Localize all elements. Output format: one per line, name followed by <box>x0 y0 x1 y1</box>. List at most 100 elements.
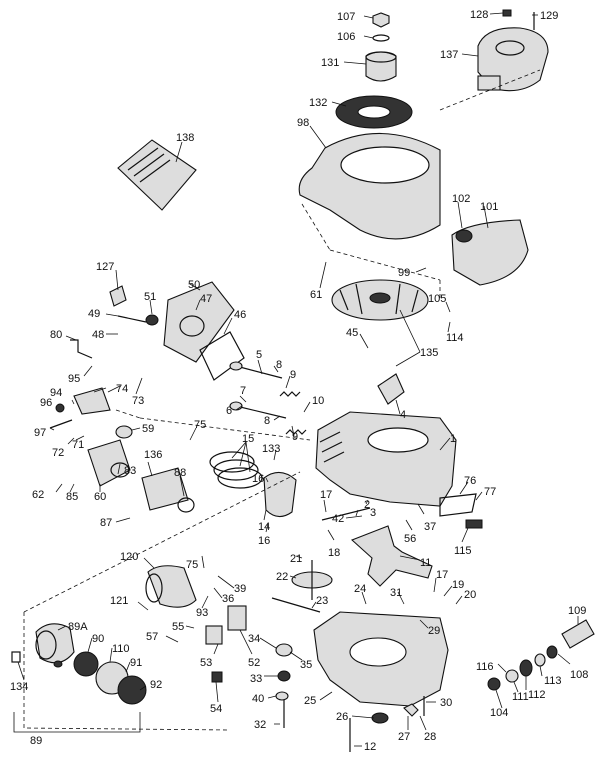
label-75-lower: 75 <box>186 559 198 571</box>
label-18: 18 <box>328 547 340 559</box>
label-101: 101 <box>480 201 498 213</box>
label-74: 74 <box>116 383 128 395</box>
label-52: 52 <box>248 657 260 669</box>
label-11: 11 <box>420 557 431 569</box>
label-10: 10 <box>312 395 324 407</box>
label-102: 102 <box>452 193 470 205</box>
label-105: 105 <box>428 293 446 305</box>
label-106: 106 <box>337 31 355 43</box>
label-131: 131 <box>321 57 339 69</box>
label-89: 89 <box>30 735 42 747</box>
label-3: 3 <box>370 507 376 519</box>
label-80: 80 <box>50 329 62 341</box>
label-55: 55 <box>172 621 184 633</box>
label-107: 107 <box>337 11 355 23</box>
label-31: 31 <box>390 587 402 599</box>
label-127: 127 <box>96 261 114 273</box>
label-99: 99 <box>398 267 410 279</box>
label-23: 23 <box>316 595 328 607</box>
label-96: 96 <box>40 397 52 409</box>
label-36: 36 <box>222 593 234 605</box>
label-90: 90 <box>92 633 104 645</box>
label-46: 46 <box>234 309 246 321</box>
label-72: 72 <box>52 447 64 459</box>
label-28: 28 <box>424 731 436 743</box>
label-14: 14 <box>258 521 270 533</box>
label-53: 53 <box>200 657 212 669</box>
label-91: 91 <box>130 657 142 669</box>
label-4: 4 <box>400 409 406 421</box>
label-2: 2 <box>364 499 370 511</box>
label-83: 83 <box>124 465 136 477</box>
label-111: 111 <box>512 691 529 703</box>
part-drawings <box>11 9 595 752</box>
label-115: 115 <box>454 545 472 557</box>
label-108: 108 <box>570 669 588 681</box>
label-1: 1 <box>450 433 456 445</box>
label-76: 76 <box>464 475 476 487</box>
label-7: 7 <box>240 385 246 397</box>
label-60: 60 <box>94 491 106 503</box>
label-29: 29 <box>428 625 440 637</box>
label-47: 47 <box>200 293 212 305</box>
label-22: 22 <box>276 571 288 583</box>
label-114: 114 <box>446 332 464 344</box>
label-30: 30 <box>440 697 452 709</box>
label-104: 104 <box>490 707 508 719</box>
label-97: 97 <box>34 427 46 439</box>
label-129: 129 <box>540 10 558 22</box>
label-93: 93 <box>196 607 208 619</box>
label-136: 136 <box>144 449 162 461</box>
group-89-bracket <box>13 712 141 733</box>
label-51: 51 <box>144 291 156 303</box>
label-135: 135 <box>420 347 438 359</box>
label-132: 132 <box>309 97 327 109</box>
label-133: 133 <box>262 443 280 455</box>
label-110: 110 <box>112 643 130 655</box>
label-9-upper: 9 <box>290 369 296 381</box>
label-50: 50 <box>188 279 200 291</box>
label-98: 98 <box>297 117 309 129</box>
label-19: 19 <box>452 579 464 591</box>
label-8-lower: 8 <box>264 415 270 427</box>
label-128: 128 <box>470 9 488 21</box>
label-88: 88 <box>174 467 186 479</box>
label-59: 59 <box>142 423 154 435</box>
label-87: 87 <box>100 517 112 529</box>
label-12: 12 <box>364 741 376 753</box>
label-8-upper: 8 <box>276 359 282 371</box>
label-73: 73 <box>132 395 144 407</box>
label-94: 94 <box>50 387 62 399</box>
label-17-lower: 17 <box>436 569 448 581</box>
label-20: 20 <box>464 589 476 601</box>
label-75-upper: 75 <box>194 419 206 431</box>
label-34: 34 <box>248 633 260 645</box>
label-40: 40 <box>252 693 264 705</box>
label-61: 61 <box>310 289 322 301</box>
label-95: 95 <box>68 373 80 385</box>
label-92: 92 <box>150 679 162 691</box>
label-16-lower: 16 <box>258 535 270 547</box>
label-89A: 89A <box>68 621 88 633</box>
label-134: 134 <box>10 681 28 693</box>
label-71: 71 <box>72 439 84 451</box>
leader-lines <box>17 12 579 747</box>
label-35: 35 <box>300 659 312 671</box>
label-57: 57 <box>146 631 158 643</box>
label-77: 77 <box>484 486 496 498</box>
callout-labels: 107 106 128 129 131 137 132 98 138 102 1… <box>10 9 588 753</box>
label-24: 24 <box>354 583 366 595</box>
label-137: 137 <box>440 49 458 61</box>
label-120: 120 <box>120 551 138 563</box>
label-9-lower: 9 <box>292 431 298 443</box>
label-25: 25 <box>304 695 316 707</box>
label-39: 39 <box>234 583 246 595</box>
label-109: 109 <box>568 605 586 617</box>
label-17-upper: 17 <box>320 489 332 501</box>
label-33: 33 <box>250 673 262 685</box>
label-54: 54 <box>210 703 222 715</box>
label-62: 62 <box>32 489 44 501</box>
label-26: 26 <box>336 711 348 723</box>
label-37: 37 <box>424 521 436 533</box>
